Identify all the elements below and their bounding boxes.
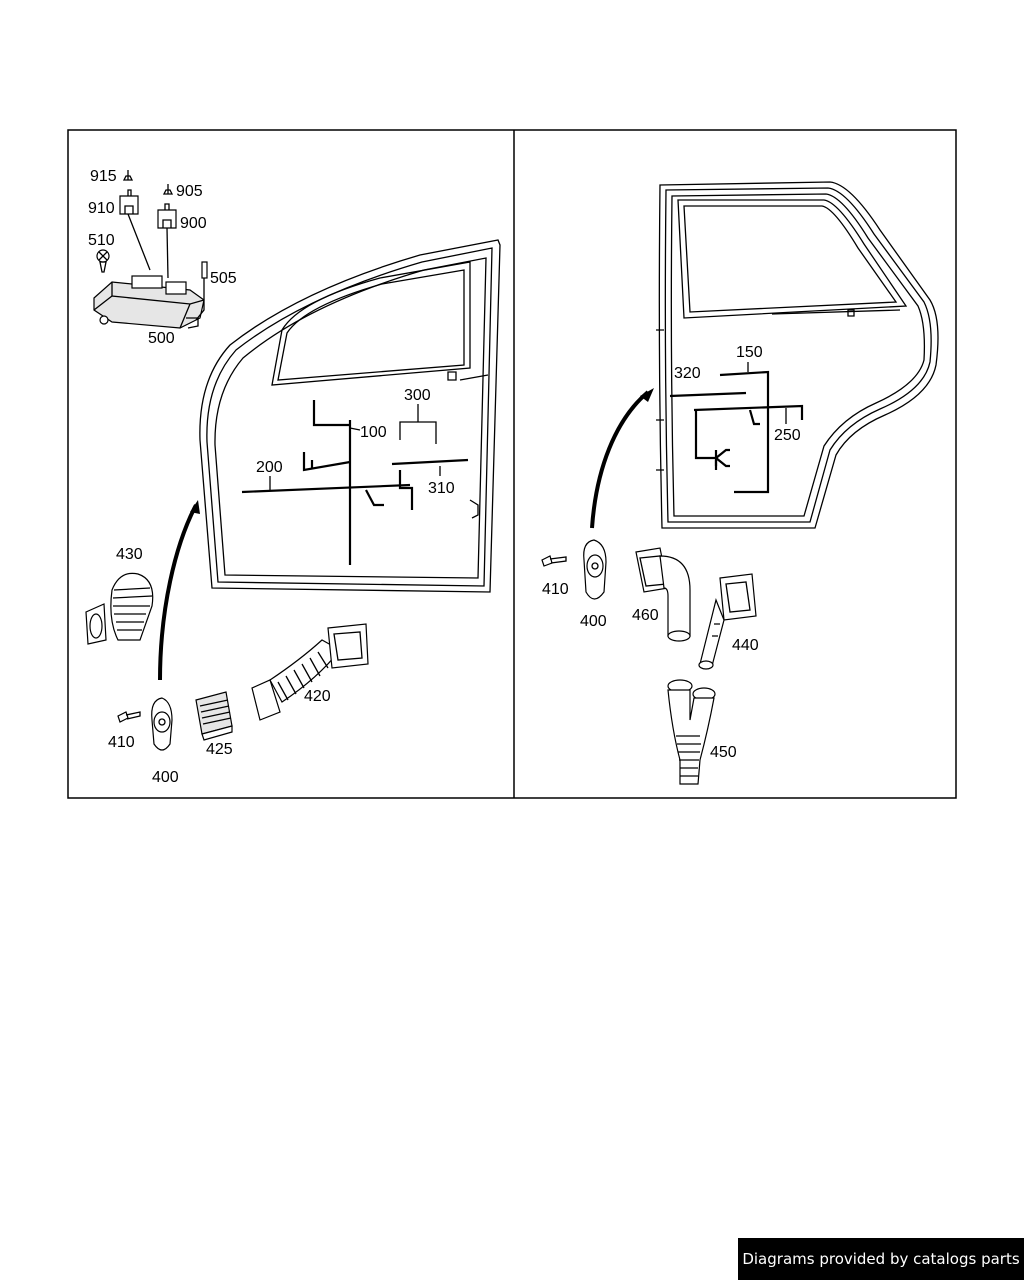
label-430: 430: [116, 546, 143, 563]
label-450: 450: [710, 744, 737, 761]
screw-510: [96, 249, 110, 273]
connector-900: [157, 203, 177, 279]
front-door-shell: [199, 239, 501, 593]
label-910: 910: [88, 200, 115, 217]
connector-910: [119, 189, 151, 271]
front-door-harness: [241, 400, 469, 565]
label-420: 420: [304, 688, 331, 705]
rear-door-shell: [656, 181, 939, 529]
rear-door-harness: [669, 362, 804, 494]
label-150: 150: [736, 344, 763, 361]
duct-440: [698, 573, 757, 670]
screw-410-right: [541, 555, 567, 567]
grommet-400-left: [151, 697, 173, 751]
duct-460: [635, 547, 691, 642]
label-440: 440: [732, 637, 759, 654]
label-410-left: 410: [108, 734, 135, 751]
left-panel-front-door: 915 905 910 900 510 505 500 300 100 200 …: [85, 168, 501, 786]
label-200: 200: [256, 459, 283, 476]
grommet-400-right: [583, 539, 607, 600]
diagram-frame: [67, 129, 957, 799]
footer-credit: Diagrams provided by catalogs parts: [738, 1238, 1024, 1280]
left-arrow: [158, 504, 198, 681]
label-400-right: 400: [580, 613, 607, 630]
label-905: 905: [176, 183, 203, 200]
label-410-right: 410: [542, 581, 569, 598]
label-250: 250: [774, 427, 801, 444]
label-500: 500: [148, 330, 175, 347]
duct-420: [251, 623, 369, 721]
label-400-left: 400: [152, 769, 179, 786]
label-460: 460: [632, 607, 659, 624]
label-505: 505: [210, 270, 237, 287]
right-panel-rear-door: 150 320 250 410 400 460 440 450: [541, 181, 939, 785]
right-arrow: [590, 390, 650, 529]
label-310: 310: [428, 480, 455, 497]
label-510: 510: [88, 232, 115, 249]
label-320: 320: [674, 365, 701, 382]
duct-450: [667, 679, 716, 785]
label-425: 425: [206, 741, 233, 758]
pin-505: [195, 261, 208, 321]
label-900: 900: [180, 215, 207, 232]
screw-410-left: [117, 711, 141, 723]
pin-915: [122, 170, 134, 181]
control-unit: [93, 275, 205, 329]
label-300: 300: [404, 387, 431, 404]
duct-430: [85, 572, 154, 645]
connector-425: [195, 691, 233, 741]
pin-905: [162, 184, 174, 195]
label-915: 915: [90, 168, 117, 185]
label-100: 100: [360, 424, 387, 441]
